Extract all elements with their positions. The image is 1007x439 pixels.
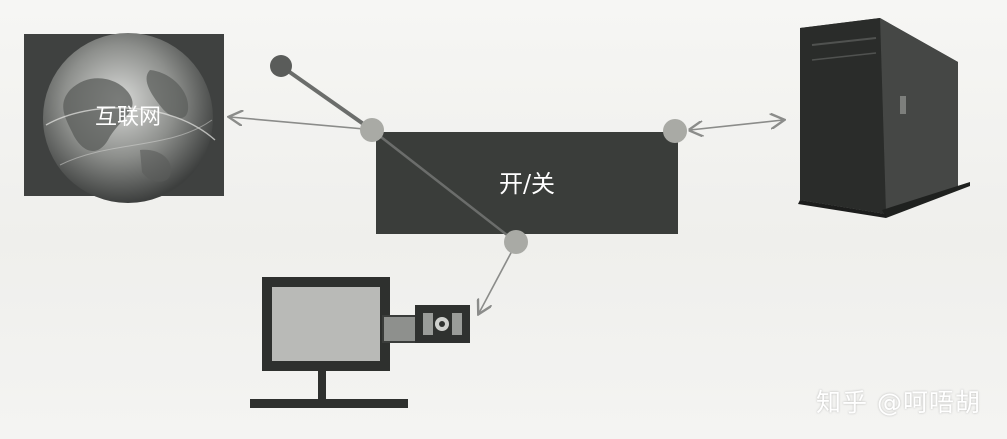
switch-lever	[279, 64, 374, 132]
switch-contact-line	[371, 129, 517, 243]
server-connection-arrow	[690, 120, 783, 130]
terminal-connection-arrow	[479, 250, 513, 313]
internet-port-node	[360, 118, 384, 142]
server-tower-icon	[798, 18, 970, 218]
terminal-port-node	[504, 230, 528, 254]
server-port-node	[663, 119, 687, 143]
switch-label: 开/关	[499, 170, 555, 198]
terminal-monitor-icon	[250, 277, 408, 408]
watermark-text: 知乎 @呵唔胡	[816, 388, 981, 417]
lever-pivot-node	[270, 55, 292, 77]
card-reader-icon	[382, 305, 470, 343]
internet-label: 互联网	[95, 105, 161, 130]
internet-connection-arrow	[230, 117, 365, 130]
internet-globe-icon: 互联网	[24, 33, 224, 203]
switch-box	[376, 132, 678, 234]
